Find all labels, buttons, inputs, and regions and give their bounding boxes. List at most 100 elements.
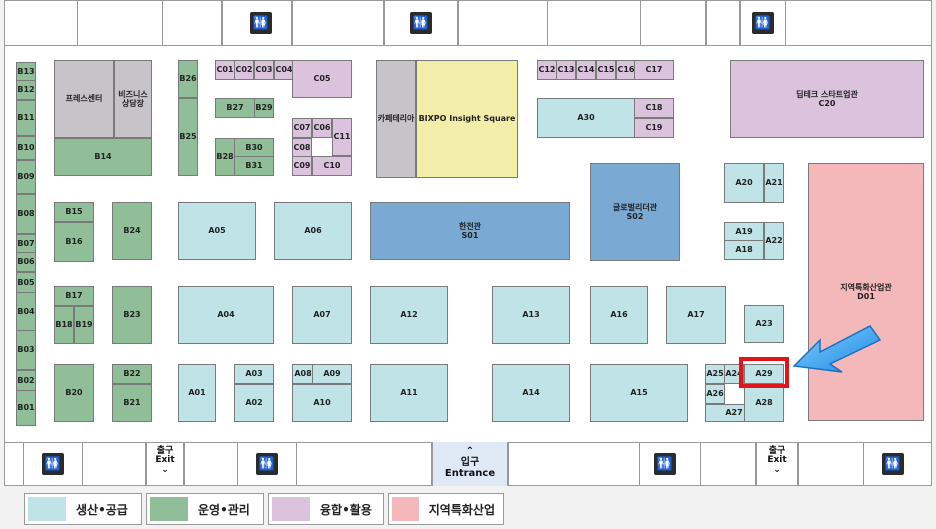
booth-a19[interactable]: A19 [724,222,764,242]
booth-c09[interactable]: C09 [292,156,312,176]
booth-a10[interactable]: A10 [292,384,352,422]
booth-b30[interactable]: B30 [234,138,274,158]
booth-s02[interactable]: 글로벌리더관 S02 [590,163,680,261]
exit-right[interactable]: 출구 Exit ⌄ [762,446,792,475]
booth-a12[interactable]: A12 [370,286,448,344]
booth-a17[interactable]: A17 [666,286,726,344]
legend-item: 생산•공급 [24,493,142,525]
booth-b23[interactable]: B23 [112,286,152,344]
booth-c05[interactable]: C05 [292,60,352,98]
booth-d01[interactable]: 지역특화산업관 D01 [808,163,924,421]
booth-b24[interactable]: B24 [112,202,152,260]
booth-c07[interactable]: C07 [292,118,312,138]
booth-c15[interactable]: C15 [596,60,616,80]
booth-a29[interactable]: A29 [744,364,784,384]
booth-c13[interactable]: C13 [556,60,576,80]
booth-a16[interactable]: A16 [590,286,648,344]
chevron-down-icon: ⌄ [773,464,781,475]
booth-b12[interactable]: B12 [16,80,36,100]
booth-c03[interactable]: C03 [254,60,274,80]
booth-b04[interactable]: B04 [16,292,36,332]
booth-a06[interactable]: A06 [274,202,352,260]
legend-swatch [392,497,419,521]
booth-c17[interactable]: C17 [634,60,674,80]
booth-a26[interactable]: A26 [705,384,725,404]
booth-a09[interactable]: A09 [312,364,352,384]
booth-b25[interactable]: B25 [178,98,198,176]
booth-b20[interactable]: B20 [54,364,94,422]
legend-swatch [150,497,188,521]
booth-b22[interactable]: B22 [112,364,152,384]
chevron-down-icon: ⌄ [161,464,169,475]
top-cell [458,0,548,46]
booth-a22[interactable]: A22 [764,222,784,260]
booth-b07[interactable]: B07 [16,234,36,254]
booth-a01[interactable]: A01 [178,364,216,422]
booth-a21[interactable]: A21 [764,163,784,203]
restroom-icon: 🚻 [250,12,272,34]
booth-b16[interactable]: B16 [54,222,94,262]
booth-b27[interactable]: B27 [215,98,255,118]
booth-b05[interactable]: B05 [16,272,36,294]
booth-a13[interactable]: A13 [492,286,570,344]
booth-a03[interactable]: A03 [234,364,274,384]
pointer-arrow-icon [792,325,882,373]
booth-c10[interactable]: C10 [312,156,352,176]
booth-a05[interactable]: A05 [178,202,256,260]
booth-b08[interactable]: B08 [16,194,36,234]
booth-b15[interactable]: B15 [54,202,94,222]
booth-b18[interactable]: B18 [54,306,74,344]
booth-a02[interactable]: A02 [234,384,274,422]
booth-c16[interactable]: C16 [616,60,636,80]
legend-label: 지역특화산업 [428,502,495,517]
booth-a11[interactable]: A11 [370,364,448,422]
booth-b13[interactable]: B13 [16,62,36,82]
booth-b14[interactable]: B14 [54,138,152,176]
booth-c08[interactable]: C08 [292,138,312,158]
booth-b31[interactable]: B31 [234,156,274,176]
booth-b02[interactable]: B02 [16,370,36,392]
booth-c06[interactable]: C06 [312,118,332,138]
booth-b26[interactable]: B26 [178,60,198,98]
legend-label: 생산•공급 [76,502,128,517]
booth-프레스센터[interactable]: 프레스센터 [54,60,114,138]
booth-b03[interactable]: B03 [16,330,36,370]
booth-bixpo-insight-square[interactable]: BIXPO Insight Square [416,60,518,178]
booth-b29[interactable]: B29 [254,98,274,118]
booth-b10[interactable]: B10 [16,136,36,160]
legend-swatch [272,497,310,521]
booth-a23[interactable]: A23 [744,305,784,343]
booth-a30[interactable]: A30 [537,98,635,138]
booth-c11[interactable]: C11 [332,118,352,156]
booth-a04[interactable]: A04 [178,286,274,344]
booth-b01[interactable]: B01 [16,390,36,426]
booth-s01[interactable]: 한전관 S01 [370,202,570,260]
booth-b09[interactable]: B09 [16,160,36,194]
entrance[interactable]: ⌃ 입구 Entrance [432,442,508,486]
booth-c12[interactable]: C12 [537,60,557,80]
booth-a15[interactable]: A15 [590,364,688,422]
booth-c02[interactable]: C02 [234,60,254,80]
booth-카페테리아[interactable]: 카페테리아 [376,60,416,178]
booth-c19[interactable]: C19 [634,118,674,138]
booth-c20[interactable]: 딥테크 스타트업관 C20 [730,60,924,138]
booth-c04[interactable]: C04 [274,60,294,80]
booth-b17[interactable]: B17 [54,286,94,306]
booth-c14[interactable]: C14 [576,60,596,80]
booth-a28[interactable]: A28 [744,384,784,422]
booth-상담장[interactable]: 비즈니스 상담장 [114,60,152,138]
booth-a25[interactable]: A25 [705,364,725,384]
booth-b21[interactable]: B21 [112,384,152,422]
booth-b11[interactable]: B11 [16,100,36,136]
booth-c01[interactable]: C01 [215,60,235,80]
booth-a14[interactable]: A14 [492,364,570,422]
booth-a08[interactable]: A08 [292,364,314,384]
exit-left[interactable]: 출구 Exit ⌄ [150,446,180,475]
booth-a20[interactable]: A20 [724,163,764,203]
booth-b19[interactable]: B19 [74,306,94,344]
booth-a18[interactable]: A18 [724,240,764,260]
booth-b06[interactable]: B06 [16,252,36,272]
booth-a07[interactable]: A07 [292,286,352,344]
booth-c18[interactable]: C18 [634,98,674,118]
booth-b28[interactable]: B28 [215,138,235,176]
